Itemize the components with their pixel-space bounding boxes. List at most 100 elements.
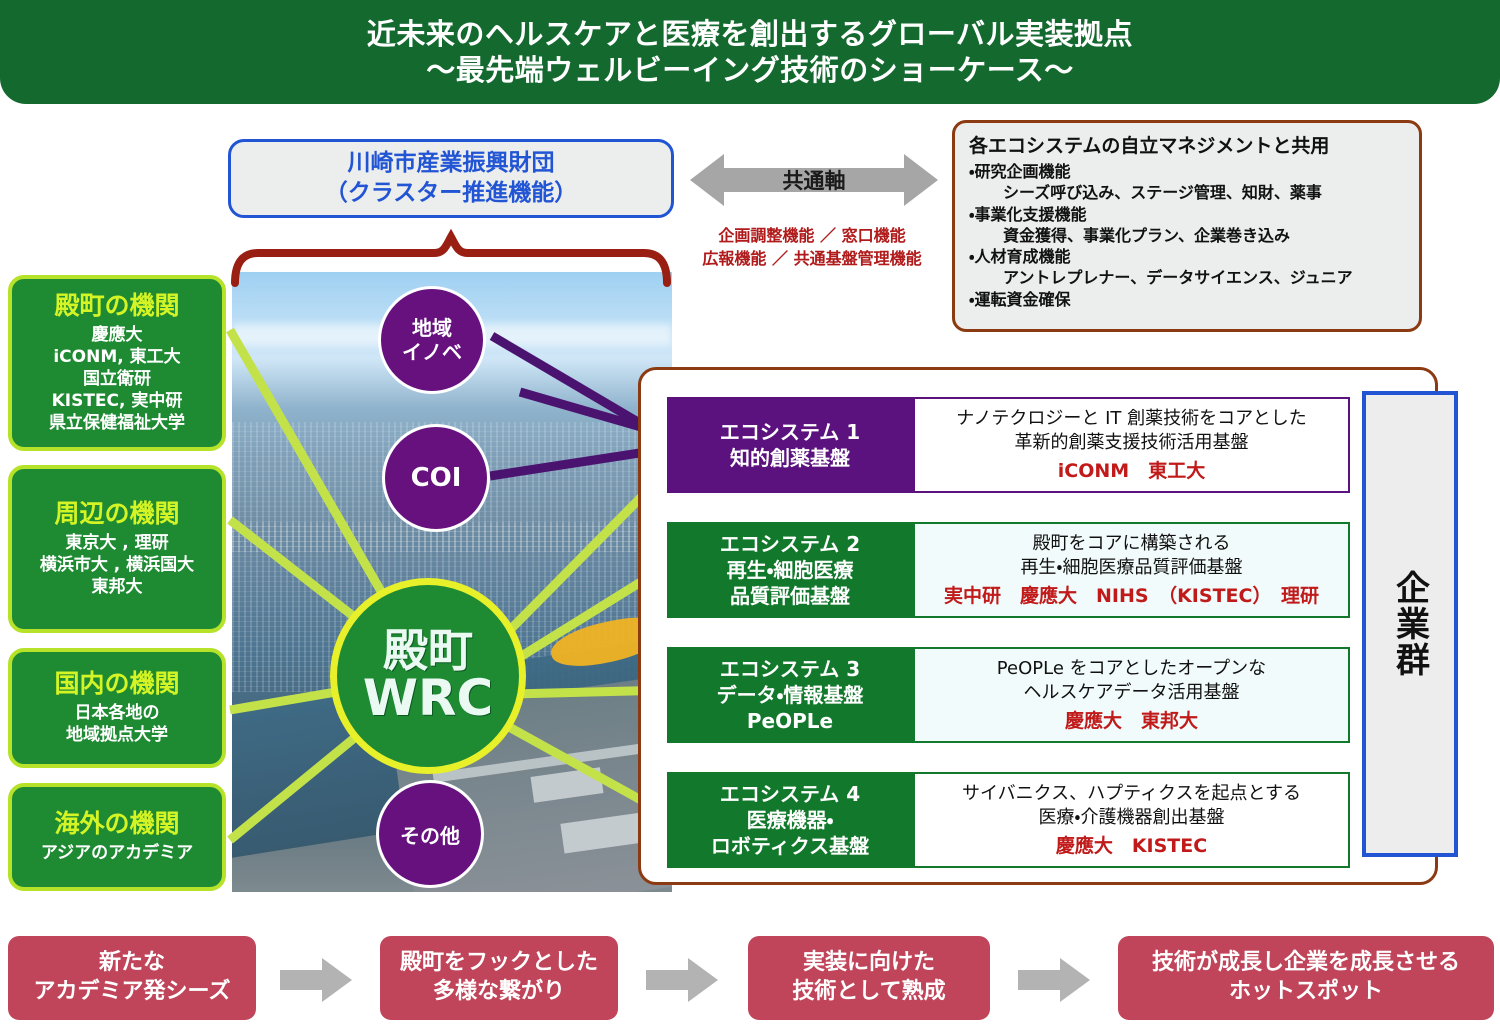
org-line-0-4: 県立保健福祉大学 [49, 412, 185, 433]
management-item-2: ・人材育成機能 [969, 247, 1071, 267]
flow-3-line0: 実装に向けた [802, 950, 935, 976]
management-item-3: ・運転資金確保 [969, 289, 1071, 309]
kawasaki-line1: 川崎市産業振興財団 [347, 150, 555, 177]
ecosystem-1-orgs: iCONM 東工大 [1057, 460, 1206, 483]
ecosystem-2-orgs: 実中研 慶應大 NIHS （KISTEC） 理研 [944, 585, 1319, 608]
kawasaki-line2: （クラスター推進機能） [324, 179, 578, 206]
org-title-1: 周辺の機関 [54, 499, 180, 529]
ecosystem-management-box[interactable]: 各エコシステムの自立マネジメントと共用 ・研究企画機能 シーズ呼び込み、ステージ… [952, 120, 1422, 332]
ecosystem-4-tag-line0: エコシステム 4 [719, 782, 861, 806]
flow-step-4[interactable]: 技術が成長し企業を成長させる ホットスポット [1118, 936, 1494, 1020]
org-title-0: 殿町の機関 [54, 291, 180, 321]
ecosystem-1-tag-line1: 知的創薬基盤 [730, 446, 850, 470]
flow-step-2[interactable]: 殿町をフックとした 多様な繋がり [380, 936, 618, 1020]
org-box-surrounding[interactable]: 周辺の機関 東京大 , 理研 横浜市大 , 横浜国大 東邦大 [8, 465, 226, 633]
bottom-flow-strip: 新たな アカデミア発シーズ 殿町をフックとした 多様な繋がり 実装に向けた 技術… [0, 930, 1500, 1028]
flow-arrow-icon-3 [1018, 958, 1090, 1002]
org-title-3: 海外の機関 [54, 809, 180, 839]
org-box-overseas[interactable]: 海外の機関 アジアのアカデミア [8, 783, 226, 891]
ecosystem-2-tag-line2: 品質評価基盤 [730, 584, 850, 608]
ecosystem-3-tag-line1: データ・情報基盤 [716, 683, 864, 707]
ecosystem-2-tag-line1: 再生・細胞医療 [726, 558, 854, 582]
ecosystem-3-orgs: 慶應大 東邦大 [1064, 710, 1198, 733]
double-arrow-icon [690, 154, 938, 206]
ecosystem-4-tag-line1: 医療機器・ [746, 808, 834, 832]
org-line-0-0: 慶應大 [91, 324, 143, 345]
ecosystem-2-desc-line1: 再生・細胞医療品質評価基盤 [1020, 556, 1243, 578]
circle-sonota[interactable]: その他 [376, 780, 484, 888]
flow-1-line1: アカデミア発シーズ [33, 979, 231, 1004]
hub-line1: 殿町 [382, 623, 473, 677]
header-title-line1: 近未来のヘルスケアと医療を創出するグローバル実装拠点 [366, 16, 1134, 51]
circle-0-line0: 地域 [412, 316, 452, 340]
flow-2-line0: 殿町をフックとした [399, 950, 598, 976]
ecosystem-desc-1: ナノテクロジーと IT 創薬技術をコアとした 革新的創薬支援技術活用基盤 iCO… [913, 397, 1350, 493]
ecosystem-4-orgs: 慶應大 KISTEC [1055, 835, 1208, 858]
org-box-domestic[interactable]: 国内の機関 日本各地の 地域拠点大学 [8, 648, 226, 768]
org-line-0-2: 国立衛研 [83, 368, 151, 389]
axis-functions-line2: 広報機能 ／ 共通基盤管理機能 [702, 249, 922, 269]
axis-functions-line1: 企画調整機能 ／ 窓口機能 [718, 226, 906, 245]
management-detail-1: 資金獲得、事業化プラン、企業巻き込み [1003, 225, 1291, 245]
circle-1-line0: COI [410, 463, 462, 493]
org-line-2-1: 地域拠点大学 [66, 724, 168, 745]
org-line-1-2: 東邦大 [91, 576, 143, 597]
company-group-column[interactable]: 企業群 [1362, 391, 1458, 857]
org-line-3-0: アジアのアカデミア [40, 842, 194, 863]
ecosystem-2-desc-line0: 殿町をコアに構築される [1032, 532, 1231, 554]
company-group-label: 企業群 [1389, 570, 1430, 678]
org-line-1-1: 横浜市大 , 横浜国大 [39, 554, 195, 575]
ecosystem-4-tag-line2: ロボティクス基盤 [710, 834, 870, 858]
hub-line2: WRC [362, 669, 494, 728]
circle-2-line0: その他 [400, 823, 460, 848]
circle-0-line1: イノベ [402, 340, 462, 364]
ecosystem-4-desc-line1: 医療・介護機器創出基盤 [1038, 806, 1225, 828]
flow-arrow-icon-1 [280, 958, 352, 1002]
ecosystem-1-desc-line1: 革新的創薬支援技術活用基盤 [1014, 431, 1249, 453]
ecosystem-3-desc-line1: ヘルスケアデータ活用基盤 [1023, 681, 1240, 703]
management-item-1: ・事業化支援機能 [969, 204, 1087, 224]
management-detail-0: シーズ呼び込み、ステージ管理、知財、薬事 [1003, 183, 1322, 203]
management-title: 各エコシステムの自立マネジメントと共用 [969, 135, 1330, 157]
common-axis-arrow: 共通軸 [690, 152, 938, 208]
ecosystem-tag-1: エコシステム 1 知的創薬基盤 [667, 397, 913, 493]
flow-1-line0: 新たな [98, 950, 165, 976]
kawasaki-foundation-box[interactable]: 川崎市産業振興財団 （クラスター推進機能） [228, 139, 674, 218]
ecosystem-tag-2: エコシステム 2 再生・細胞医療 品質評価基盤 [667, 522, 913, 618]
ecosystem-tag-3: エコシステム 3 データ・情報基盤 PeOPLe [667, 647, 913, 743]
org-line-1-0: 東京大 , 理研 [65, 532, 169, 553]
axis-functions: 企画調整機能 ／ 窓口機能 広報機能 ／ 共通基盤管理機能 [672, 224, 952, 270]
hub-tonomachi-wrc[interactable]: 殿町 WRC [330, 578, 526, 774]
ecosystem-4-desc-line0: サイバニクス、ハプティクスを起点とする [962, 782, 1301, 804]
ecosystem-3-desc-line0: PeOPLe をコアとしたオープンな [996, 657, 1267, 679]
ecosystem-3-tag-line2: PeOPLe [746, 709, 834, 733]
ecosystem-desc-2: 殿町をコアに構築される 再生・細胞医療品質評価基盤 実中研 慶應大 NIHS （… [913, 522, 1350, 618]
ecosystem-panel: エコシステム 1 知的創薬基盤 ナノテクロジーと IT 創薬技術をコアとした 革… [638, 367, 1438, 885]
management-detail-2: アントレプレナー、データサイエンス、ジュニア [1003, 268, 1353, 288]
flow-4-line1: ホットスポット [1228, 979, 1383, 1004]
flow-step-1[interactable]: 新たな アカデミア発シーズ [8, 936, 256, 1020]
common-axis-label: 共通軸 [782, 169, 846, 193]
flow-2-line1: 多様な繋がり [432, 979, 565, 1004]
ecosystem-desc-3: PeOPLe をコアとしたオープンな ヘルスケアデータ活用基盤 慶應大 東邦大 [913, 647, 1350, 743]
org-box-tonomachi[interactable]: 殿町の機関 慶應大 iCONM, 東工大 国立衛研 KISTEC, 実中研 県立… [8, 275, 226, 451]
org-line-2-0: 日本各地の [74, 702, 160, 723]
page-header-banner: 近未来のヘルスケアと医療を創出するグローバル実装拠点 ～最先端ウェルビーイング技… [0, 0, 1500, 104]
flow-arrow-icon-2 [646, 958, 718, 1002]
ecosystem-desc-4: サイバニクス、ハプティクスを起点とする 医療・介護機器創出基盤 慶應大 KIST… [913, 772, 1350, 868]
ecosystem-3-tag-line0: エコシステム 3 [719, 657, 861, 681]
flow-4-line0: 技術が成長し企業を成長させる [1151, 950, 1460, 976]
flow-step-3[interactable]: 実装に向けた 技術として熟成 [748, 936, 990, 1020]
org-title-2: 国内の機関 [54, 669, 180, 699]
flow-3-line1: 技術として熟成 [792, 979, 946, 1004]
ecosystem-1-desc-line0: ナノテクロジーと IT 創薬技術をコアとした [956, 407, 1307, 429]
circle-coi[interactable]: COI [382, 424, 490, 532]
header-title-line2: ～最先端ウェルビーイング技術のショーケース～ [426, 53, 1074, 87]
ecosystem-1-tag-line0: エコシステム 1 [719, 420, 861, 444]
management-item-0: ・研究企画機能 [969, 162, 1071, 181]
ecosystem-2-tag-line0: エコシステム 2 [719, 532, 861, 556]
circle-chiiki-inobe[interactable]: 地域 イノベ [378, 286, 486, 394]
org-line-0-1: iCONM, 東工大 [53, 346, 181, 367]
ecosystem-tag-4: エコシステム 4 医療機器・ ロボティクス基盤 [667, 772, 913, 868]
